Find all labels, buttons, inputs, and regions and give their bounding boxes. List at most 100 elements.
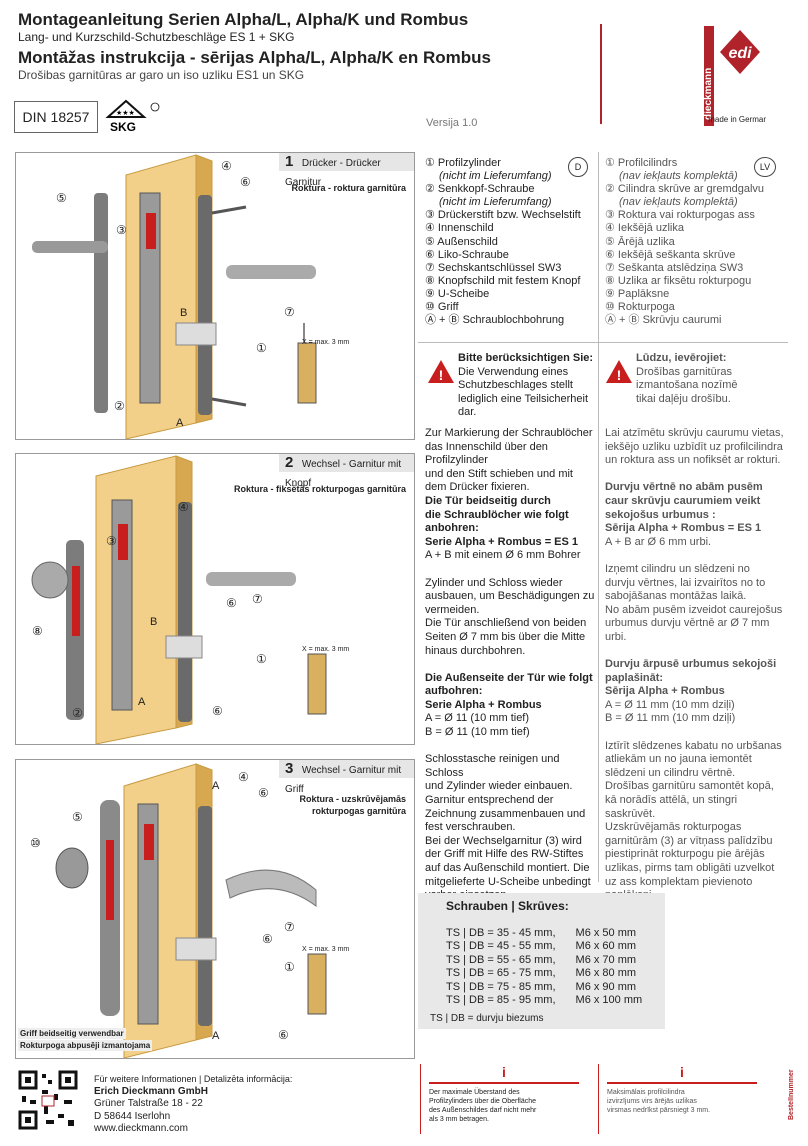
text_de-line: Zur Markierung der Schraublöcher	[425, 427, 593, 439]
text_lv-line: Durvju ārpusē urbumus sekojoši	[605, 658, 777, 671]
panel-3-title: Wechsel - Garnitur mit Griff	[285, 765, 402, 795]
screws-row: TS | DB = 65 - 75 mm,M6 x 80 mm	[446, 967, 642, 980]
panel-1-title: Drücker - Drücker Garnitur	[285, 158, 381, 188]
logo-mark: edi	[728, 45, 752, 62]
text_de-line: das Innenschild über den	[425, 440, 548, 453]
text_lv-line: uzlikas, pirms tam obligāti uzvelkot	[605, 862, 775, 874]
panel-3-bar: 3 Wechsel - Garnitur mit Griff	[279, 760, 414, 795]
panel-2-number: 2	[285, 454, 294, 471]
warn_de-lines-line: lediglich eine Teilsicherheit	[458, 392, 589, 405]
callout-1-p2: ①	[256, 652, 267, 666]
panel-3: 3 Wechsel - Garnitur mit Griff Roktura -…	[15, 759, 415, 1059]
legend_de-items-line: ⑨ U-Scheibe	[425, 287, 490, 300]
callout-10: ⑩	[30, 836, 41, 850]
text_de-line: hinaus durchbohren.	[425, 644, 526, 657]
callout-6c-p3: ⑥	[278, 1028, 289, 1042]
text_de-line: Die Tür anschließend von beiden	[425, 617, 587, 630]
callout-a-p3: A	[212, 780, 220, 792]
callout-a: A	[176, 417, 184, 429]
screws-row: TS | DB = 55 - 65 mm,M6 x 70 mm	[446, 954, 642, 967]
callout-b-p2: B	[150, 616, 158, 628]
page-title-lv: Montāžas instrukcija - sērijas Alpha/L, …	[18, 48, 491, 67]
text_lv-line	[605, 549, 790, 563]
page-subtitle-lv: Drošibas garnitūras ar garo un iso uzlik…	[18, 68, 305, 82]
callout-5-p3: ⑤	[72, 810, 83, 824]
legend_lv-items-line: ④ Iekšējā uzlika	[605, 222, 684, 235]
footer-street: Grüner Talstraße 18 - 22	[94, 1098, 203, 1110]
text_de-line: mitgelieferte U-Scheibe unbedingt	[425, 875, 591, 888]
warning-icon-lv: !	[605, 358, 633, 389]
screws-size: M6 x 90 mm	[575, 980, 637, 993]
legend_lv-items-line: ① Profilcilindrs	[605, 157, 678, 169]
text_de-line: anbohren:	[425, 522, 479, 535]
screws-row: TS | DB = 75 - 85 mm,M6 x 90 mm	[446, 981, 642, 994]
legend_lv-items-line: ⑧ Uzlika ar fiksētu rokturpogu	[605, 274, 752, 287]
svg-text:!: !	[617, 367, 622, 383]
legend_lv-items-line: (nav iekļauts komplektā)	[619, 196, 738, 209]
text_lv-line: sekojošus urbumus :	[605, 508, 716, 521]
legend-de: ① Profilzylinder(nicht im Lieferumfang)②…	[425, 157, 600, 327]
text_de-line: Bei der Wechselgarnitur (3) wird	[425, 834, 582, 847]
text_lv-line: No abām pusēm izveidot caurejošus	[605, 603, 783, 616]
panel-1-number: 1	[285, 153, 294, 170]
screws-thickness: TS | DB = 85 - 95 mm,	[446, 994, 556, 1007]
warn_lv-lines-line: tikai daļēju drošību.	[636, 392, 731, 405]
screws-thickness: TS | DB = 45 - 55 mm,	[446, 940, 556, 953]
panel-2-subtitle: Roktura - fiksētās rokturpogas garnitūra	[233, 484, 406, 494]
info_de-lines-line: des Außenschildes darf nicht mehr	[429, 1107, 537, 1114]
info_lv-lines-line: virsmas nedrīkst pārsniegt 3 mm.	[607, 1107, 711, 1114]
text_lv-line: caur skrūvju caurumiem veikt	[605, 494, 761, 507]
warning-de: Bitte berücksichtigen Sie: Die Verwendun…	[458, 352, 598, 420]
qr-code	[18, 1070, 78, 1130]
text_lv-line: B = Ø 11 mm (10 mm dziļi)	[605, 712, 736, 725]
text_de-line: fest verschrauben.	[425, 821, 516, 834]
footer-more-info: Für weitere Informationen | Detalizēta i…	[94, 1074, 293, 1084]
legend_de-items-line: ⑥ Liko-Schraube	[425, 248, 509, 261]
text_lv-line	[605, 645, 790, 659]
text_de-line: Die Tür beidseitig durch	[425, 494, 551, 507]
panel-1-subtitle: Roktura - roktura garnitūra	[291, 183, 406, 193]
text_lv-line: kā norādīs attēlā, un stingri	[605, 794, 738, 807]
callout-6-p3: ⑥	[258, 786, 269, 800]
warn_lv-lines-line: izmantošana nozīmē	[636, 379, 738, 391]
header-divider	[600, 24, 602, 124]
text_lv-line: Sērija Alpha + Rombus = ES 1	[605, 522, 762, 535]
warning-lv-title: Lūdzu, ievērojiet:	[636, 352, 727, 364]
panel-3-number: 3	[285, 760, 294, 777]
footer-company: Erich Dieckmann GmbH	[94, 1085, 208, 1097]
text_de-line: Seiten Ø 7 mm bis über die Mitte	[425, 630, 586, 643]
callout-6: ⑥	[240, 175, 251, 189]
text_de-line: und den Stift schieben und mit	[425, 467, 573, 480]
legend-lv: ① Profilcilindrs (nav iekļauts komplektā)…	[605, 157, 785, 327]
text_de-line: ausbauen, um Beschädigungen zu	[425, 590, 595, 603]
panel-2: 2 Wechsel - Garnitur mit Knopf Roktura -…	[15, 453, 415, 745]
callout-a2-p3: A	[212, 1030, 220, 1042]
screws-row: TS | DB = 45 - 55 mm,M6 x 60 mm	[446, 940, 642, 953]
callout-2-p2: ②	[72, 706, 83, 720]
text_de-line: Schlosstasche reinigen und Schloss	[425, 753, 560, 779]
text_de-line: Serie Alpha + Rombus = ES 1	[425, 535, 579, 548]
page-title: Montageanleitung Serien Alpha/L, Alpha/K…	[18, 10, 469, 29]
screws-row: TS | DB = 85 - 95 mm,M6 x 100 mm	[446, 994, 642, 1007]
screws-thickness: TS | DB = 55 - 65 mm,	[446, 953, 556, 966]
legend_de-items-line: ⑤ Außenschild	[425, 235, 498, 248]
footer-web[interactable]: www.dieckmann.com	[94, 1123, 188, 1135]
callout-3-p2: ③	[106, 534, 117, 548]
callout-5: ⑤	[56, 191, 67, 205]
legend_lv-items-line: ③ Roktura vai rokturpogas ass	[605, 209, 755, 222]
xmax-label: X = max. 3 mm	[302, 339, 350, 346]
text_lv-line: garnitūrām (3) ar vītņass palīdzību	[605, 834, 773, 847]
text_de-line: der Griff mit Hilfe des RW-Stiftes	[425, 848, 584, 861]
legend_lv-items-line: ⑩ Rokturpoga	[605, 301, 675, 314]
panel-3-subtitle-1: Roktura - uzskrūvējamās	[299, 794, 406, 804]
svg-text:!: !	[439, 367, 444, 383]
info_de-lines-line: als 3 mm betragen.	[429, 1116, 489, 1123]
edi-logo: dieckmann edi made in Germany	[700, 22, 772, 130]
callout-1-p3: ①	[284, 960, 295, 974]
text_de-line	[425, 740, 597, 754]
